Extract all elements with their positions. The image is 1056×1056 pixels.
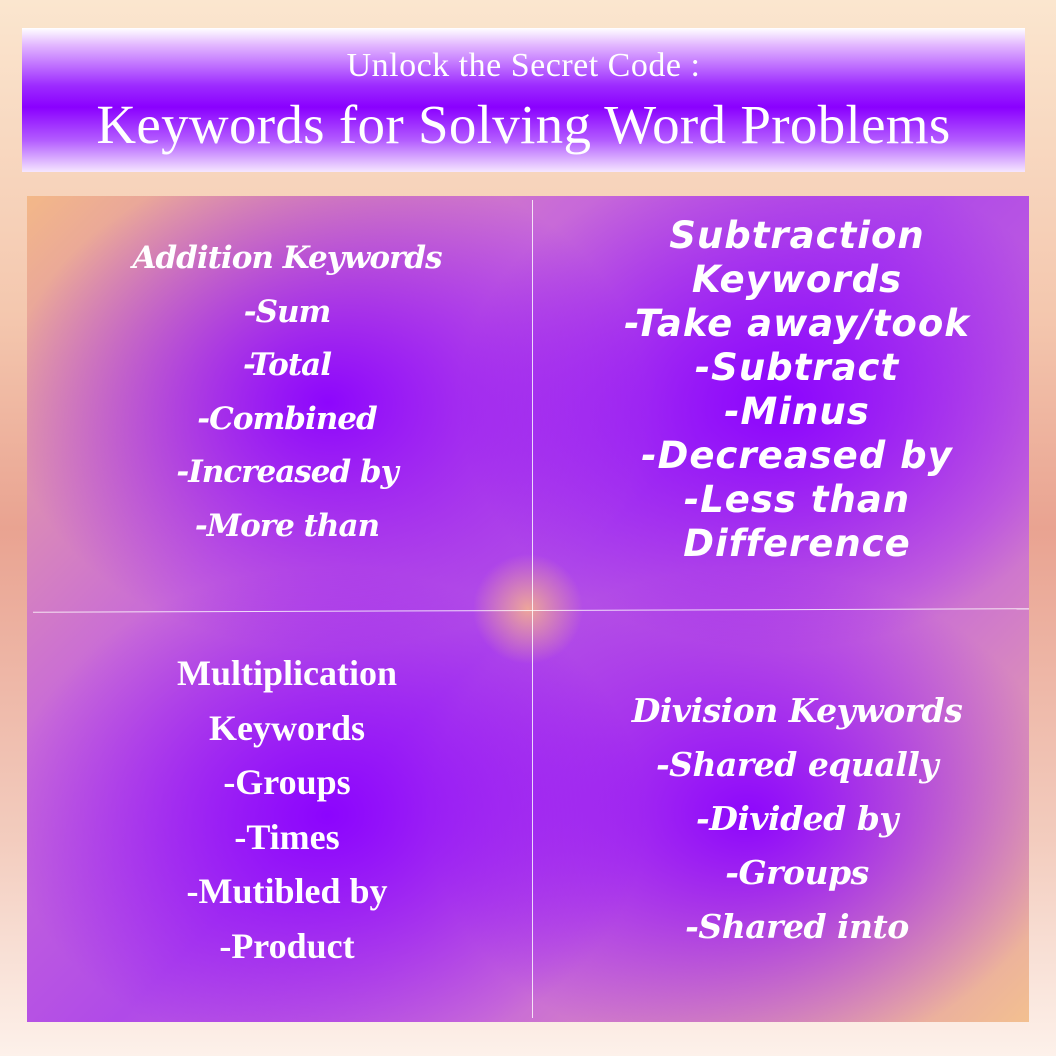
addition-keyword: -More than bbox=[194, 507, 380, 544]
subtraction-heading: Subtraction bbox=[669, 214, 925, 257]
subtraction-keyword: Difference bbox=[683, 522, 911, 565]
multiplication-keyword: -Times bbox=[234, 816, 340, 857]
multiplication-keyword: -Groups bbox=[223, 762, 351, 802]
banner-title: Keywords for Solving Word Problems bbox=[96, 94, 951, 155]
subtraction-heading: Keywords bbox=[691, 258, 903, 301]
horizontal-divider bbox=[33, 608, 1029, 613]
multiplication-quadrant: Multiplication Keywords -Groups -Times -… bbox=[87, 646, 487, 973]
addition-keyword: -Sum bbox=[243, 293, 332, 330]
subtraction-keyword: -Subtract bbox=[694, 346, 900, 389]
subtraction-keyword: -Take away/took bbox=[624, 302, 970, 345]
division-keyword: -Groups bbox=[725, 853, 869, 892]
addition-quadrant: Addition Keywords -Sum -Total -Combined … bbox=[87, 232, 487, 553]
multiplication-heading: Keywords bbox=[209, 707, 365, 748]
addition-keyword: -Total bbox=[242, 347, 332, 383]
multiplication-keyword: -Mutibled by bbox=[186, 871, 388, 911]
multiplication-heading: Multiplication bbox=[176, 653, 397, 693]
division-keyword: -Shared equally bbox=[655, 745, 939, 784]
subtraction-quadrant: Subtraction Keywords -Take away/took -Su… bbox=[587, 214, 1007, 566]
banner-subtitle: Unlock the Secret Code : bbox=[346, 47, 701, 84]
addition-keyword: -Combined bbox=[197, 400, 377, 437]
keyword-grid: Addition Keywords -Sum -Total -Combined … bbox=[27, 196, 1029, 1022]
addition-keyword: -Increased by bbox=[176, 454, 398, 490]
subtraction-keyword: -Less than bbox=[683, 478, 911, 521]
subtraction-keyword: -Minus bbox=[724, 390, 870, 433]
division-keyword: -Divided by bbox=[696, 799, 898, 838]
division-heading: Division Keywords bbox=[631, 691, 963, 730]
division-keyword: -Shared into bbox=[685, 907, 909, 946]
addition-heading: Addition Keywords bbox=[132, 240, 442, 276]
subtraction-keyword: -Decreased by bbox=[641, 434, 953, 477]
title-banner: Unlock the Secret Code : Keywords for So… bbox=[22, 28, 1025, 172]
multiplication-keyword: -Product bbox=[219, 925, 355, 966]
division-quadrant: Division Keywords -Shared equally -Divid… bbox=[587, 684, 1007, 954]
